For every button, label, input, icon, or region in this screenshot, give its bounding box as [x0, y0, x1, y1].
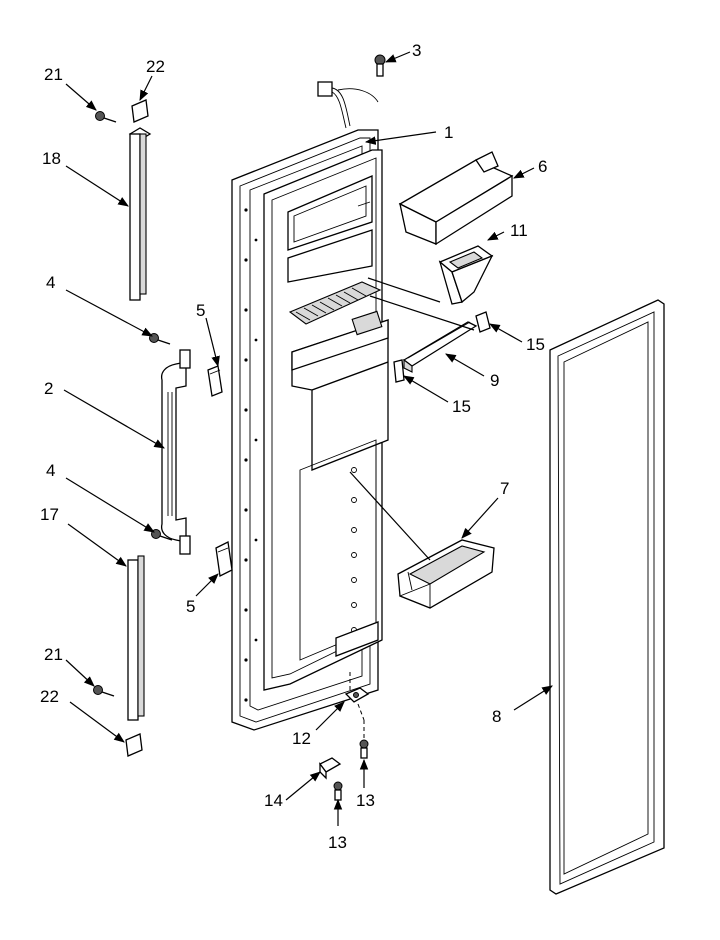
hinge-pin-part-12	[344, 687, 370, 703]
callout-15-upper: 15	[526, 335, 545, 354]
door-panel	[231, 81, 389, 731]
callout-3: 3	[412, 41, 421, 60]
door-gasket-part-8	[549, 299, 665, 895]
callout-1: 1	[444, 123, 453, 142]
drip-tray-part-7	[397, 539, 495, 609]
callout-21-bottom: 21	[44, 645, 63, 664]
callout-21-top: 21	[44, 65, 63, 84]
callout-14: 14	[264, 791, 283, 810]
screw-part-21-bottom	[93, 685, 115, 697]
callout-7: 7	[500, 479, 509, 498]
clip-part-22-bottom	[125, 733, 143, 757]
callout-17: 17	[40, 505, 59, 524]
callout-labels: 1 2 3 4 4 5 5 6 7 8 9 11 12 13 13 14 15 …	[40, 41, 547, 852]
callout-13-right: 13	[356, 791, 375, 810]
trim-strip-part-17	[127, 555, 145, 721]
callout-4-lower: 4	[46, 461, 55, 480]
screw-part-21-top	[95, 111, 117, 123]
door-handle-part-2	[160, 349, 191, 555]
callout-6: 6	[538, 157, 547, 176]
bracket-part-5-upper	[207, 365, 223, 397]
clip-part-15-lower	[393, 359, 405, 383]
bracket-part-5-lower	[215, 541, 233, 577]
dispenser-grille	[295, 287, 367, 321]
callout-13-bottom: 13	[328, 833, 347, 852]
wiring-harness	[317, 81, 379, 129]
screw-part-3	[374, 54, 386, 77]
hinge-bracket-part-14	[319, 757, 342, 780]
screw-part-13-right	[359, 739, 369, 759]
door-bin-part-6	[398, 151, 514, 246]
callout-9: 9	[490, 371, 499, 390]
callout-2: 2	[44, 379, 53, 398]
callout-18: 18	[42, 149, 61, 168]
dispenser-rail-part-9	[402, 321, 478, 373]
callout-22-bottom: 22	[40, 687, 59, 706]
callout-5-upper: 5	[196, 301, 205, 320]
callout-8: 8	[492, 707, 501, 726]
ice-funnel-part-11	[438, 245, 494, 305]
leader-lines	[63, 51, 553, 826]
callout-11: 11	[510, 221, 528, 240]
trim-strip-part-18	[128, 127, 152, 301]
callout-4-upper: 4	[46, 273, 55, 292]
door-flange-holes	[244, 208, 258, 702]
callout-22-top: 22	[146, 57, 165, 76]
screw-part-4-upper	[149, 333, 171, 345]
clip-part-15-upper	[475, 311, 491, 333]
screw-part-13-bottom	[333, 781, 343, 801]
clip-part-22-top	[131, 99, 149, 123]
callout-5-lower: 5	[186, 597, 195, 616]
callout-15-lower: 15	[452, 397, 471, 416]
callout-12: 12	[292, 729, 311, 748]
